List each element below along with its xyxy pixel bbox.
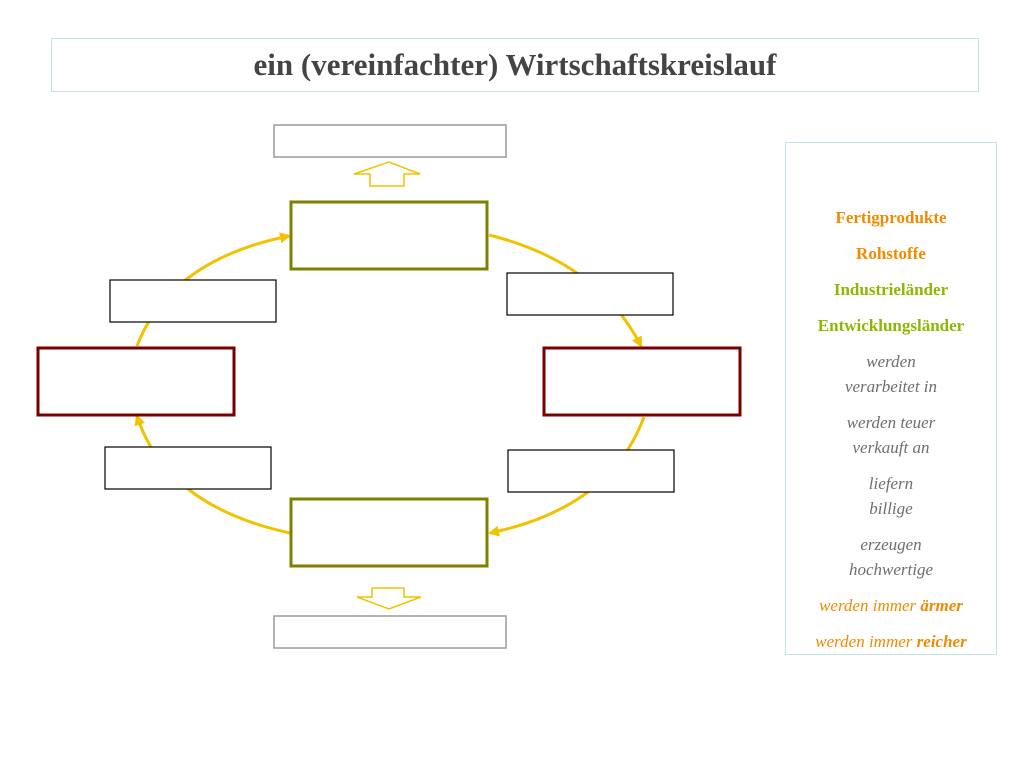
label-box-top-right [506,272,674,316]
legend-teuer-verkauft[interactable]: werden teuer verkauft an [786,410,996,460]
page-title: ein (vereinfachter) Wirtschaftskreislauf [253,47,777,82]
legend-werden-verarbeitet[interactable]: werden verarbeitet in [786,349,996,399]
legend-fertigprodukte[interactable]: Fertigprodukte [835,208,947,227]
legend-liefern-billige[interactable]: liefern billige [786,471,996,521]
cycle-arrow-top-left [135,232,291,347]
right-main-box [542,346,742,417]
legend-aermer-word: ärmer [920,596,963,615]
legend-industrielaender[interactable]: Industrieländer [833,280,949,299]
legend-rohstoffe[interactable]: Rohstoffe [856,244,926,263]
hollow-arrow-up-icon [353,161,421,187]
label-box-bottom-right [507,449,675,493]
legend-entwicklungslaender[interactable]: Entwicklungsländer [817,316,965,335]
top-main-box [289,200,489,271]
legend-werden-immer-reicher[interactable]: werden immer reicher [786,629,996,654]
left-main-box [36,346,236,417]
legend-werden-verarbeitet-line1: werden [866,352,916,371]
legend-erzeugen-hochwertige-line1: erzeugen [860,535,922,554]
bottom-result-box [273,615,507,649]
label-box-bottom-left [104,446,272,490]
legend-teuer-verkauft-line1: werden teuer [846,413,936,432]
top-result-box [273,124,507,158]
title-frame: ein (vereinfachter) Wirtschaftskreislauf [51,38,979,92]
legend-werden-verarbeitet-line2: verarbeitet in [844,377,938,396]
legend-erzeugen-hochwertige-line2: hochwertige [848,560,934,579]
hollow-arrow-down-icon [356,587,422,610]
legend-aermer-prefix: werden immer [819,596,917,615]
cycle-arrow-bottom-left [134,414,291,535]
legend-werden-immer-aermer[interactable]: werden immer ärmer [786,593,996,618]
legend-erzeugen-hochwertige[interactable]: erzeugen hochwertige [786,532,996,582]
legend-teuer-verkauft-line2: verkauft an [852,438,930,457]
bottom-main-box [289,497,489,568]
label-box-top-left [109,279,277,323]
legend-liefern-billige-line2: billige [869,499,913,518]
legend-panel: Fertigprodukte Rohstoffe Industrieländer… [785,142,997,655]
legend-liefern-billige-line1: liefern [868,474,914,493]
legend-reicher-word: reicher [916,632,967,651]
legend-reicher-prefix: werden immer [815,632,913,651]
